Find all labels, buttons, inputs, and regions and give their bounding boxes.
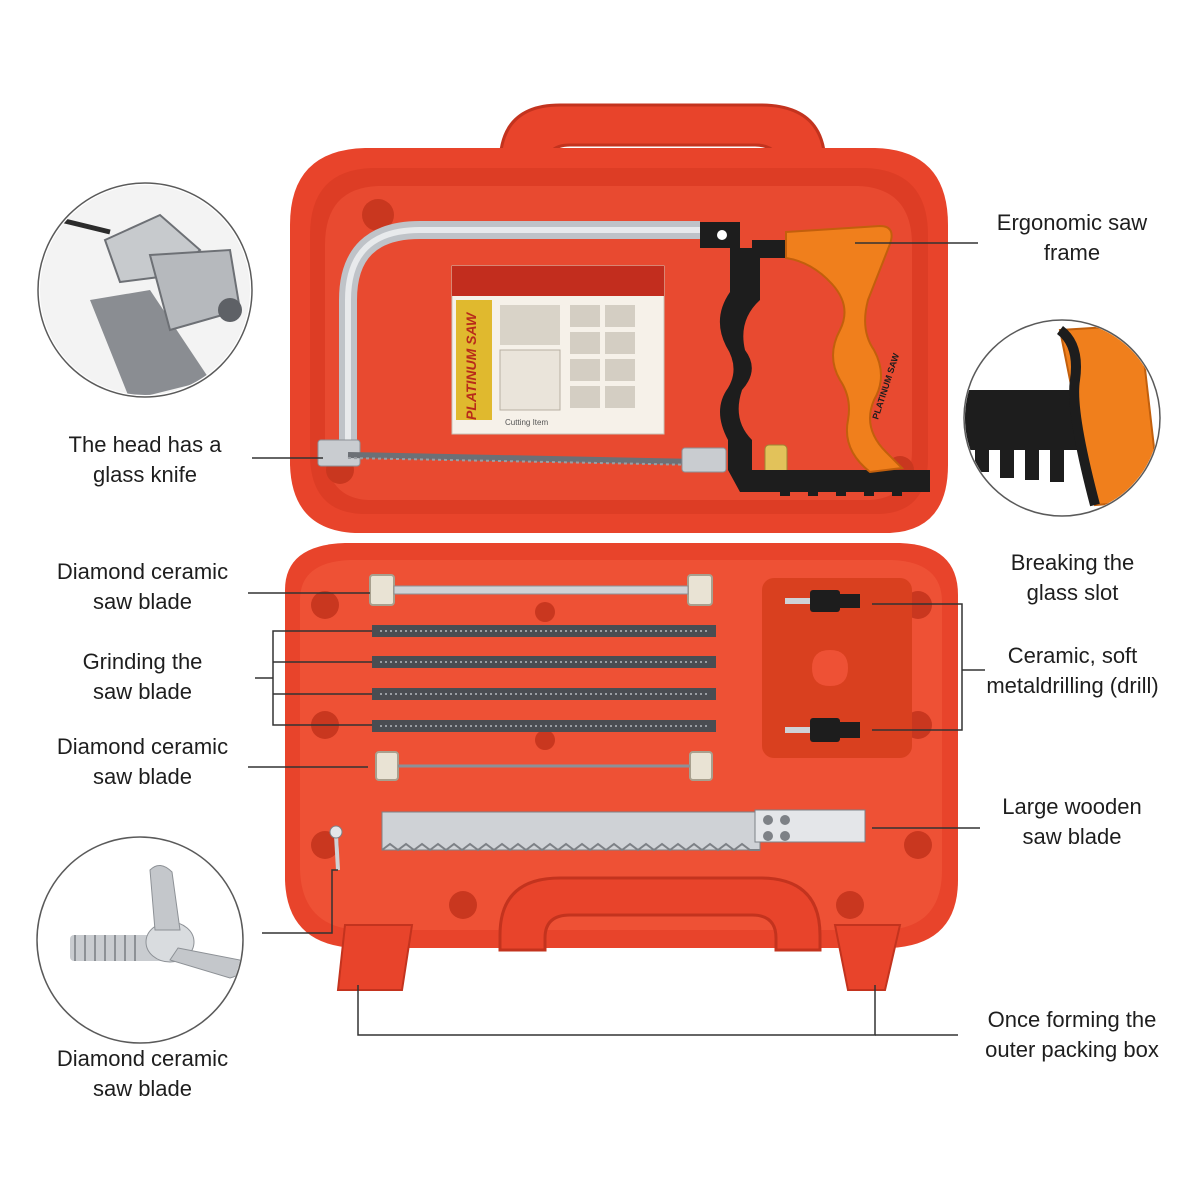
handle-slot-closeup-icon	[963, 319, 1161, 517]
leader-lines	[248, 242, 985, 1036]
instruction-booklet: PLATINUM SAW Cutting Item	[451, 265, 665, 435]
saw-orange-handle	[785, 224, 905, 474]
saw-head-closeup-icon	[37, 182, 253, 398]
booklet-title: PLATINUM SAW	[463, 311, 479, 420]
case-foot-right	[833, 924, 902, 991]
diamond-blade-2	[375, 751, 713, 781]
booklet-subtitle: Cutting Item	[505, 418, 548, 427]
wing-nut-closeup-icon	[36, 836, 244, 1044]
saw-black-frame	[700, 222, 930, 492]
wing-nut-pin	[329, 825, 343, 871]
diamond-blade-1	[369, 574, 713, 606]
large-wooden-blade	[381, 809, 866, 852]
case-bottom-handle	[498, 876, 822, 952]
blade-set	[329, 574, 866, 871]
case-foot-left	[336, 924, 414, 991]
grinding-blades	[372, 625, 716, 732]
drill-bits	[785, 590, 860, 742]
saw-blade	[347, 452, 701, 465]
